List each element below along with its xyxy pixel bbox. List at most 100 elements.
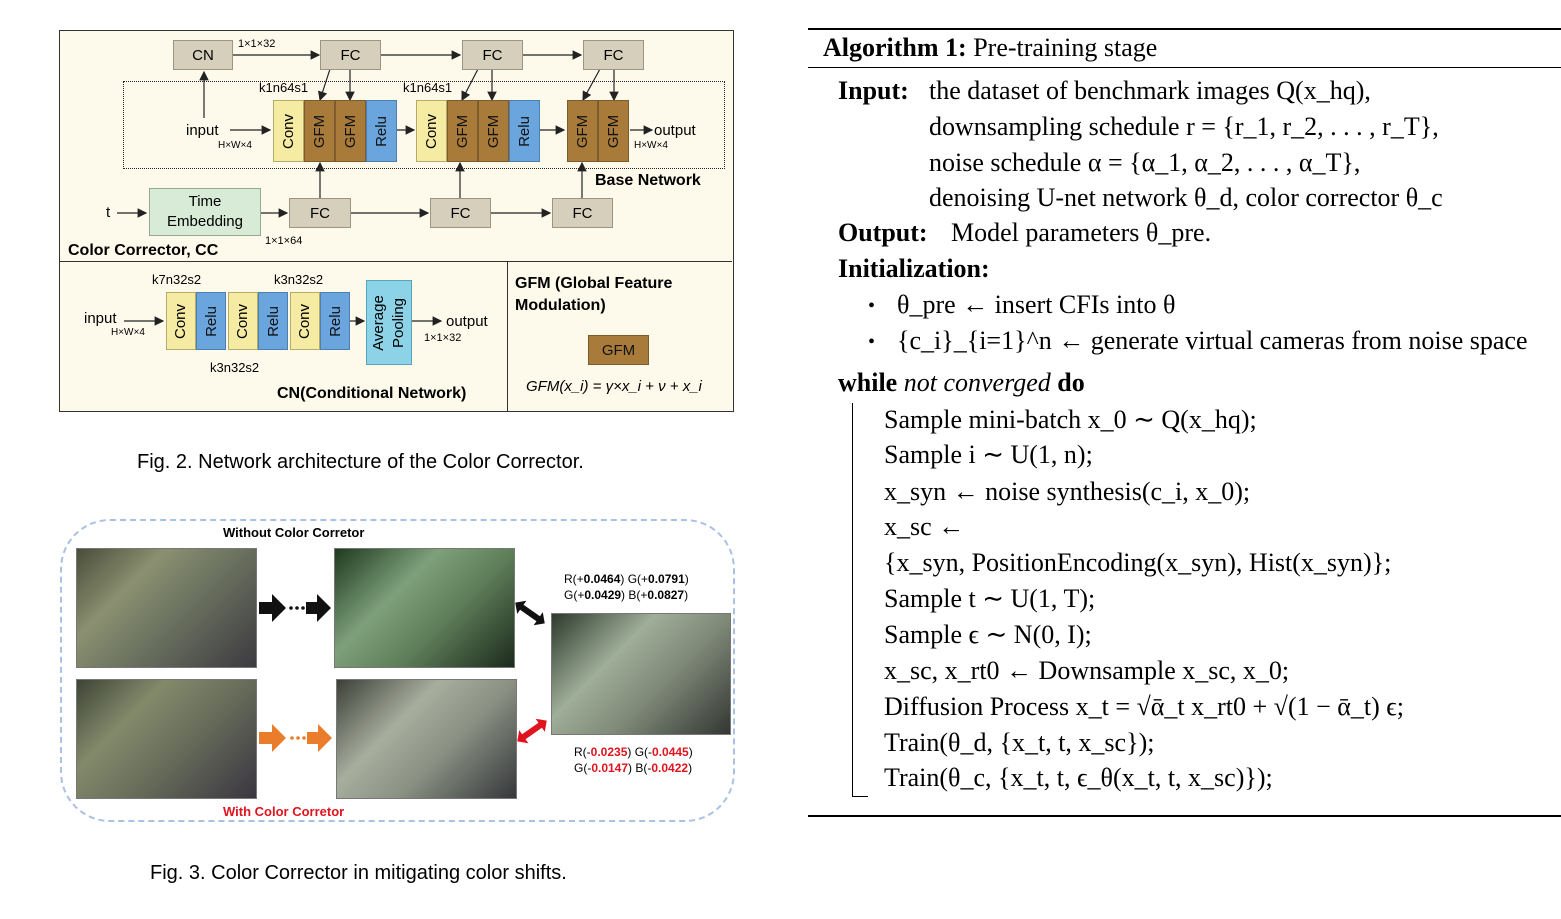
time-embedding-box: Time Embedding: [149, 188, 261, 236]
cn-relu-2: Relu: [258, 292, 288, 350]
top-stats-line1: R(+0.0464) G(+0.0791): [564, 572, 689, 586]
base-output-dim: H×W×4: [634, 140, 668, 151]
algorithm-init-1: θ_pre ← insert CFIs into θ: [897, 290, 1176, 319]
algorithm-input-3: noise schedule α = {α_1, α_2, . . . , α_…: [929, 148, 1361, 177]
fc-box-bottom-3: FC: [552, 198, 613, 228]
color-corrector-title: Color Corrector, CC: [68, 242, 219, 259]
photo-input-bottom: [76, 679, 257, 799]
dots-top: [289, 606, 305, 610]
k3n32s2-label-top: k3n32s2: [274, 272, 324, 287]
time-embedding-line2: Embedding: [167, 213, 243, 230]
k7n32s2-label: k7n32s2: [152, 272, 202, 287]
base-output-label: output: [654, 122, 696, 139]
cn-relu-1: Relu: [196, 292, 226, 350]
body-line-8: x_sc, x_rt0 ← Downsample x_sc, x_0;: [884, 656, 1290, 685]
cn-network-title: CN(Conditional Network): [277, 385, 467, 402]
algorithm-input-1: the dataset of benchmark images Q(x_hq),: [929, 76, 1371, 105]
body-line-4: x_sc ←: [884, 512, 965, 541]
gfm-block-2b: GFM: [478, 100, 509, 162]
algorithm-init-bullet-2: •: [868, 331, 876, 353]
cn-relu-3: Relu: [320, 292, 350, 350]
algorithm-init-bullet-1: •: [868, 295, 876, 317]
algorithm-bottom-rule: [808, 815, 1561, 817]
with-color-corrector-label: With Color Corretor: [223, 804, 345, 819]
black-arrow-right: [306, 594, 331, 622]
bottom-stats-line2: G(-0.0147) B(-0.0422): [574, 761, 693, 775]
body-line-11: Train(θ_c, {x_t, t, ϵ_θ(x_t, t, x_sc)});: [884, 763, 1273, 792]
algorithm-output-1: Model parameters θ_pre.: [951, 218, 1212, 247]
algorithm-input-4: denoising U-net network θ_d, color corre…: [929, 183, 1443, 212]
photo-step-bottom: [336, 679, 517, 799]
fc-box-top-2: FC: [462, 40, 523, 70]
body-line-2: Sample i ∼ U(1, n);: [884, 440, 1093, 469]
gfm-block-3b: GFM: [598, 100, 629, 162]
black-arrow-left: [259, 594, 286, 622]
body-line-9: Diffusion Process x_t = √ᾱ_t x_rt0 + √(1…: [884, 692, 1405, 721]
body-line-7: Sample ϵ ∼ N(0, I);: [884, 620, 1092, 649]
algorithm-title-rule: [808, 67, 1561, 68]
fc-box-top-3: FC: [583, 40, 644, 70]
k3n32s2-label-bottom: k3n32s2: [210, 360, 260, 375]
fig3-caption: Fig. 3. Color Corrector in mitigating co…: [150, 862, 567, 884]
cn-box: CN: [173, 40, 233, 70]
cn-conv-1: Conv: [166, 292, 196, 350]
body-line-5: {x_syn, PositionEncoding(x_syn), Hist(x_…: [884, 548, 1392, 577]
dim-label-1x1x64: 1×1×64: [265, 235, 303, 247]
gfm-title-line1: GFM (Global Feature: [515, 275, 673, 292]
dots-bottom: [290, 736, 306, 740]
k1n64s1-label-1: k1n64s1: [259, 80, 309, 95]
photo-output: [551, 613, 731, 735]
relu-block-2: Relu: [509, 100, 540, 162]
base-network-title: Base Network: [595, 172, 701, 189]
k1n64s1-label-2: k1n64s1: [403, 80, 453, 95]
fig2-vdivider: [507, 261, 508, 411]
cn-input-label: input: [84, 310, 117, 327]
base-input-label: input: [186, 122, 219, 139]
gfm-block-3a: GFM: [567, 100, 598, 162]
base-network-border: [123, 81, 725, 169]
body-line-6: Sample t ∼ U(1, T);: [884, 584, 1096, 613]
algorithm-output-kw: Output:: [838, 218, 928, 247]
relu-block-1: Relu: [366, 100, 397, 162]
photo-input-top: [76, 548, 257, 668]
gfm-block-1a: GFM: [304, 100, 335, 162]
algorithm-init-kw: Initialization:: [838, 254, 990, 283]
algorithm-top-rule: [808, 28, 1561, 30]
base-input-dim: H×W×4: [218, 140, 252, 151]
fig2-connectors: [117, 50, 654, 326]
cn-output-dim: 1×1×32: [424, 332, 462, 344]
fc-box-top-1: FC: [320, 40, 381, 70]
while-body-bracket: [852, 403, 868, 797]
dim-label-1x1x32: 1×1×32: [238, 38, 276, 50]
gfm-title-line2: Modulation): [515, 297, 606, 314]
fig2-caption: Fig. 2. Network architecture of the Colo…: [137, 451, 584, 473]
fc-box-bottom-2: FC: [430, 198, 491, 228]
time-embedding-line1: Time: [188, 193, 222, 210]
algorithm-input-kw: Input:: [838, 76, 909, 105]
orange-arrow-left: [259, 724, 286, 752]
average-pooling-box: Average Pooling: [366, 280, 412, 365]
top-stats-line2: G(+0.0429) B(+0.0827): [564, 588, 689, 602]
red-double-arrow: [517, 718, 547, 744]
fig3-dashed-border: [60, 519, 735, 822]
gfm-block-1b: GFM: [335, 100, 366, 162]
body-line-1: Sample mini-batch x_0 ∼ Q(x_hq);: [884, 405, 1257, 434]
without-color-corrector-label: Without Color Corretor: [223, 525, 365, 540]
body-line-10: Train(θ_d, {x_t, t, x_sc});: [884, 728, 1155, 757]
black-double-arrow: [515, 600, 545, 626]
orange-arrow-right: [307, 724, 332, 752]
body-line-3: x_syn ← noise synthesis(c_i, x_0);: [884, 477, 1251, 506]
conv-block-2: Conv: [416, 100, 447, 162]
fig3-arrows: [259, 594, 547, 752]
algorithm-init-2: {c_i}_{i=1}^n ← generate virtual cameras…: [897, 326, 1528, 355]
fig2-hdivider: [60, 261, 732, 262]
cn-output-label: output: [446, 313, 488, 330]
cn-input-dim: H×W×4: [111, 327, 145, 338]
t-label: t: [106, 204, 111, 221]
photo-step-top: [334, 548, 515, 668]
algorithm-while: while not converged do: [838, 368, 1085, 397]
algorithm-title: Algorithm 1: Pre-training stage: [823, 33, 1158, 62]
fc-box-bottom-1: FC: [289, 198, 351, 228]
gfm-formula: GFM(x_i) = γ×x_i + ν + x_i: [526, 378, 702, 395]
algorithm-input-2: downsampling schedule r = {r_1, r_2, . .…: [929, 112, 1439, 141]
